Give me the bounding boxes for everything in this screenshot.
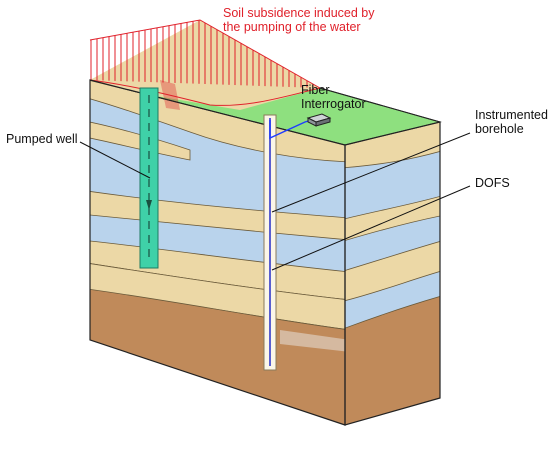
- side-face-outline: [344, 121, 441, 426]
- instrumented-borehole-label: Instrumented borehole: [475, 108, 548, 136]
- sand-layer-side-3: [345, 239, 440, 303]
- borehole-leader: [271, 132, 471, 213]
- fiber-interrogator-device: [306, 113, 332, 127]
- dofs-label: DOFS: [475, 176, 510, 190]
- pumped-well-arrow: [146, 200, 152, 210]
- sand-lens-1: [90, 119, 191, 161]
- dofs-leader: [271, 185, 471, 271]
- pumped-well-label: Pumped well: [6, 132, 78, 146]
- subsidence-detail: [160, 80, 180, 110]
- subsidence-hatch: [90, 20, 320, 88]
- subsidence-label: Soil subsidence induced by the pumping o…: [223, 6, 375, 34]
- bedrock-side: [345, 294, 440, 425]
- fiber-interrogator-label: Fiber Interrogator: [301, 83, 366, 111]
- top-back-edge: [319, 87, 441, 123]
- subsidence-curve: [89, 79, 321, 106]
- side-face: [345, 122, 440, 425]
- subsidence-outline: [89, 19, 321, 89]
- borehole-bottom-zone: [280, 330, 345, 352]
- pumped-well-leader: [79, 141, 151, 179]
